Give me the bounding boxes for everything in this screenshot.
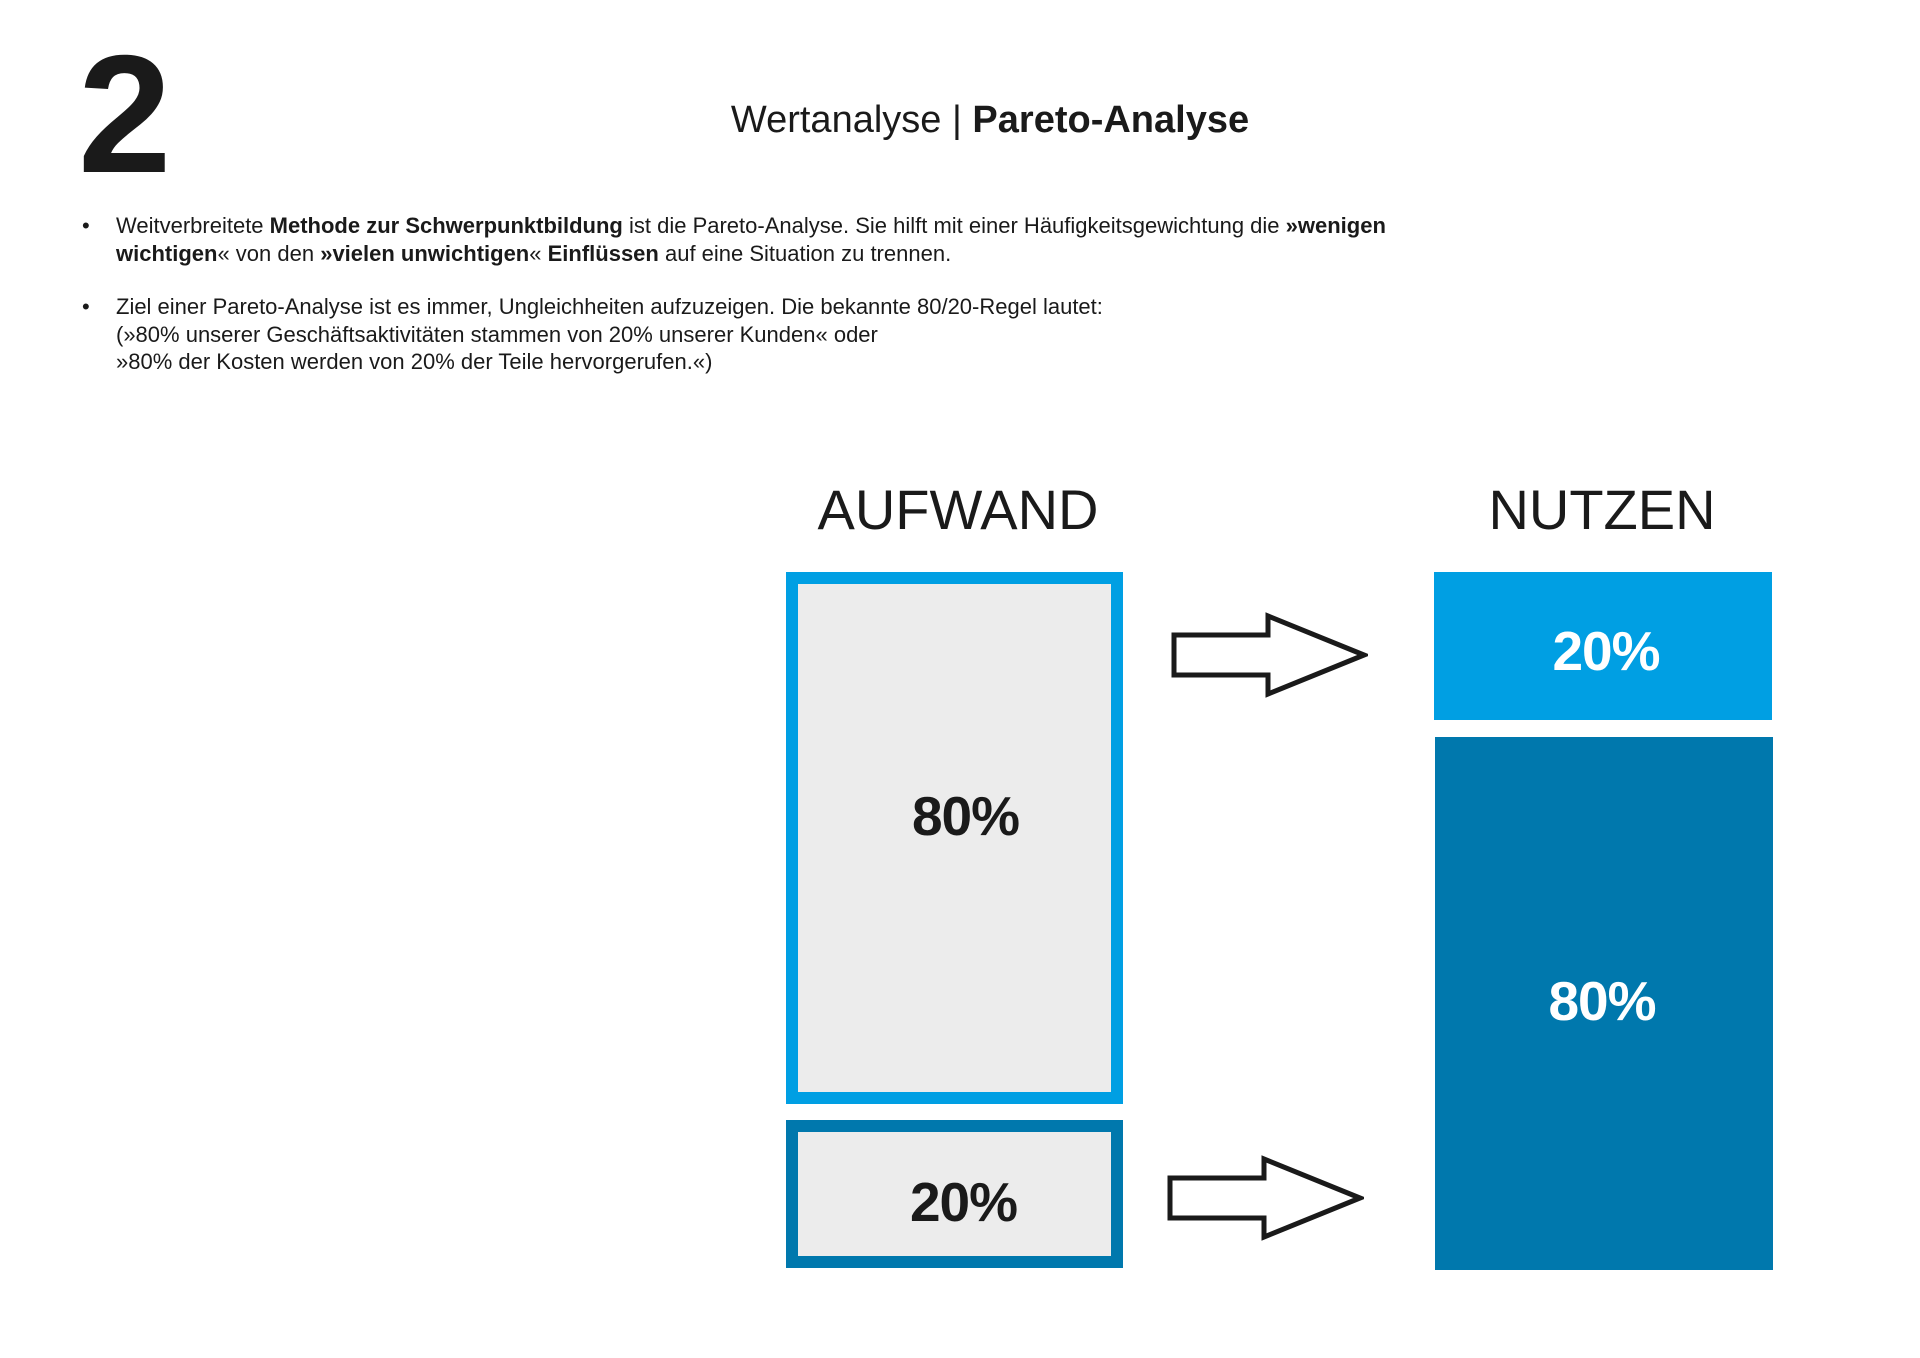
title-prefix: Wertanalyse <box>730 99 942 141</box>
bullet-list: • Weitverbreitete Methode zur Schwerpunkt… <box>82 212 1482 402</box>
bold-text: wichtigen <box>116 240 218 266</box>
nutzen-title: NUTZEN <box>1488 478 1716 541</box>
aufwand-title: AUFWAND <box>817 478 1099 541</box>
aufwand-80-box: 80% <box>786 572 1123 1104</box>
arrow-right-icon <box>1167 1155 1364 1241</box>
text-segment: Weitverbreitete <box>116 213 270 238</box>
bold-text: »wenigen <box>1285 213 1386 238</box>
bullet-line: Weitverbreitete Methode zur Schwerpunktb… <box>116 212 1482 240</box>
page-title: Wertanalyse | Pareto-Analyse <box>0 98 1920 142</box>
text-segment: « von den <box>217 240 321 266</box>
bullet-item: • Ziel einer Pareto-Analyse ist es immer,… <box>82 293 1482 376</box>
bullet-line: wichtigen« von den »vielen unwichtigen« … <box>116 240 1482 268</box>
text-segment: « <box>529 240 548 266</box>
bold-text: Einflüssen <box>547 240 659 266</box>
aufwand-20-value: 20% <box>909 1171 1018 1233</box>
title-main: Pareto-Analyse <box>972 99 1250 141</box>
page-number: 2 <box>78 20 171 208</box>
title-separator: | <box>941 99 973 141</box>
arrow-right-icon <box>1171 612 1368 698</box>
text-segment: »80% der Kosten werden von 20% der Teile… <box>116 349 713 374</box>
text-segment: Ziel einer Pareto-Analyse ist es immer, … <box>116 294 1103 319</box>
bold-text: Methode zur Schwerpunktbildung <box>269 213 623 238</box>
bullet-line: Ziel einer Pareto-Analyse ist es immer, … <box>116 293 1482 321</box>
bullet-item: • Weitverbreitete Methode zur Schwerpunkt… <box>82 212 1482 267</box>
text-segment: auf eine Situation zu trennen. <box>658 240 952 266</box>
bullet-line: »80% der Kosten werden von 20% der Teile… <box>116 348 1482 376</box>
bullet-marker: • <box>82 213 90 238</box>
bullet-marker: • <box>82 294 90 319</box>
nutzen-80-box: 80% <box>1435 737 1773 1270</box>
bullet-line: (»80% unserer Geschäftsaktivitäten stamm… <box>116 321 1482 349</box>
text-segment: ist die Pareto-Analyse. Sie hilft mit ei… <box>622 213 1286 238</box>
nutzen-20-box: 20% <box>1434 572 1772 720</box>
nutzen-20-value: 20% <box>1552 620 1660 682</box>
aufwand-80-value: 80% <box>911 785 1020 847</box>
aufwand-20-box: 20% <box>786 1120 1123 1268</box>
bold-text: »vielen unwichtigen <box>320 240 530 266</box>
text-segment: (»80% unserer Geschäftsaktivitäten stamm… <box>116 321 878 347</box>
nutzen-80-value: 80% <box>1548 969 1656 1032</box>
